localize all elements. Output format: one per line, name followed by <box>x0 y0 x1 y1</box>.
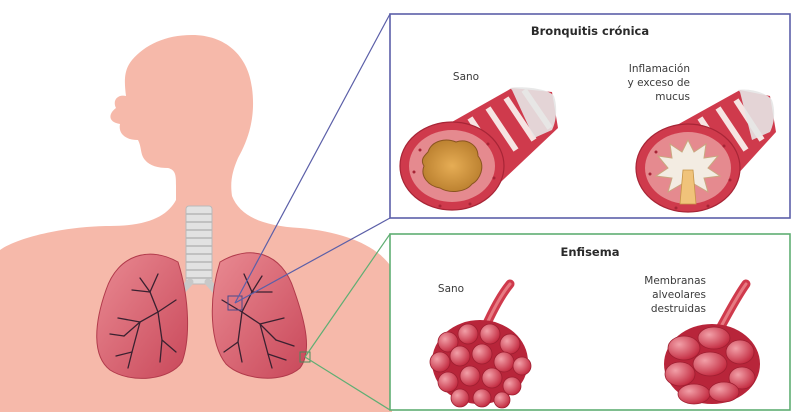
emphysema-diseased-label-3: destruidas <box>651 303 706 315</box>
emphysema-title: Enfisema <box>561 245 620 259</box>
emphysema-panel: Enfisema Sano Membranas alveolares destr… <box>390 234 790 410</box>
bronchitis-diseased-label-1: Inflamación <box>629 63 690 75</box>
emphysema-diseased-label-1: Membranas <box>644 275 706 287</box>
emphysema-diseased-label-2: alveolares <box>652 289 706 301</box>
bronchitis-diseased-label-2: y exceso de <box>628 77 690 89</box>
bronchitis-healthy-label: Sano <box>453 71 479 83</box>
bronchitis-title: Bronquitis crónica <box>531 24 649 38</box>
bronchitis-diseased-label-3: mucus <box>655 91 690 103</box>
emphysema-healthy-label: Sano <box>438 283 464 295</box>
bronchitis-panel: Bronquitis crónica Sano Inflamación y ex… <box>390 14 790 218</box>
